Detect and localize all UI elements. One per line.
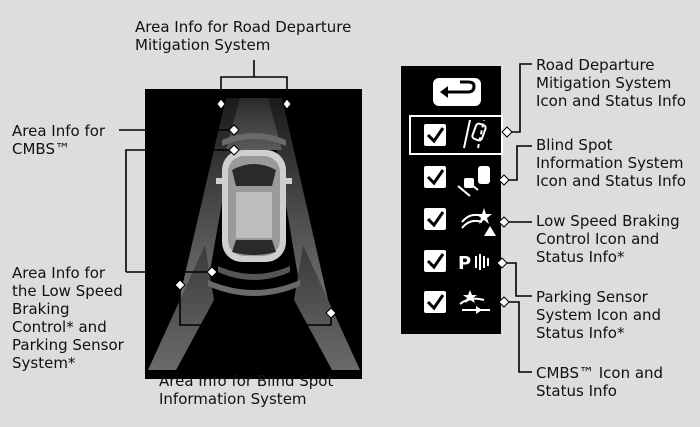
road-departure-icon [463,119,487,149]
label-low-speed-icon: Low Speed Braking Control Icon and Statu… [536,212,680,266]
cmbs-icon [459,290,490,314]
rear-arc-outer [208,280,300,296]
status-panel [401,66,501,334]
vehicle-icon [216,150,292,262]
checkbox-parking-sensor [424,250,446,272]
label-blind-spot-icon: Blind Spot Information System Icon and S… [536,136,687,190]
checkbox-road-departure [424,124,446,146]
blind-spot-zone-left [148,245,214,370]
label-parking-sensor-icon: Parking Sensor System Icon and Status In… [536,288,662,342]
label-low-speed-area: Area Info for the Low Speed Braking Cont… [12,264,124,372]
selected-row-frame [409,115,503,155]
parking-sensor-icon: P [458,253,489,274]
label-cmbs-icon: CMBS™ Icon and Status Info [536,364,664,400]
leader-dots-right [496,126,513,308]
low-speed-braking-icon [461,208,496,236]
leader-lines-left [119,60,332,326]
leader-lines-right [505,63,532,373]
lane-zone-right [268,98,328,300]
label-blind-spot-area: Area Info for Blind Spot Information Sys… [159,372,334,408]
lane-zone-left [179,98,240,300]
checkboxes [424,124,446,313]
label-road-departure-icon: Road Departure Mitigation System Icon an… [536,56,687,110]
blind-spot-icon [457,166,490,197]
checkbox-cmbs [424,291,446,313]
rear-arc-inner [218,266,290,280]
parking-icon-letter: P [458,253,471,274]
checkbox-low-speed-braking [424,208,446,230]
label-cmbs-area: Area Info for CMBS™ [12,122,106,158]
front-arc [222,133,286,146]
label-road-departure-area: Area Info for Road Departure Mitigation … [135,18,352,54]
checkbox-blind-spot [424,166,446,188]
back-button-icon [433,78,481,106]
blind-spot-zone-right [294,245,360,370]
leader-dots-left [174,98,337,319]
road-departure-lane-zones [179,98,328,300]
